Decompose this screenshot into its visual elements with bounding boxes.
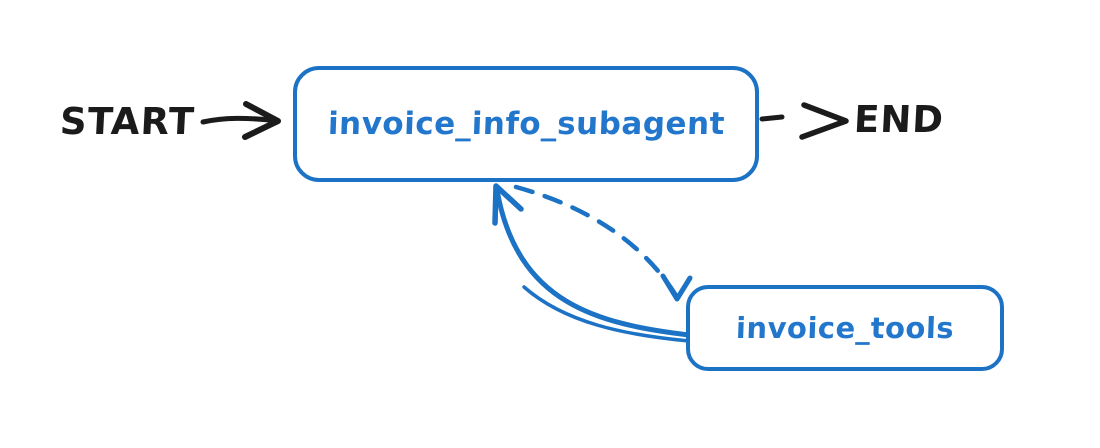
edge-tools-to-subagent: [492, 183, 692, 343]
start-label: START: [58, 100, 196, 143]
edge-start-to-subagent: [200, 101, 281, 140]
edge-subagent-to-end-dash: [759, 114, 785, 122]
arrowhead-down-icon: [660, 273, 693, 302]
arrowhead-right-icon: [799, 102, 849, 140]
node-invoice-tools-label: invoice_tools: [735, 311, 955, 345]
edge-tools-to-subagent-shaft: [494, 187, 692, 338]
node-invoice-info-subagent: invoice_info_subagent: [293, 66, 759, 182]
node-invoice-tools: invoice_tools: [686, 285, 1004, 371]
end-label: END: [852, 98, 946, 141]
edge-subagent-to-tools-shaft: [513, 184, 680, 300]
edge-subagent-to-tools: [513, 184, 693, 302]
node-invoice-info-subagent-label: invoice_info_subagent: [326, 106, 726, 142]
arrowhead-up-icon: [492, 183, 524, 226]
edge-start-to-subagent-shaft: [200, 115, 273, 125]
arrowhead-right-icon: [242, 101, 281, 140]
edge-subagent-to-end: [759, 102, 849, 140]
edge-tools-to-subagent-sketch-stroke: [522, 285, 691, 343]
